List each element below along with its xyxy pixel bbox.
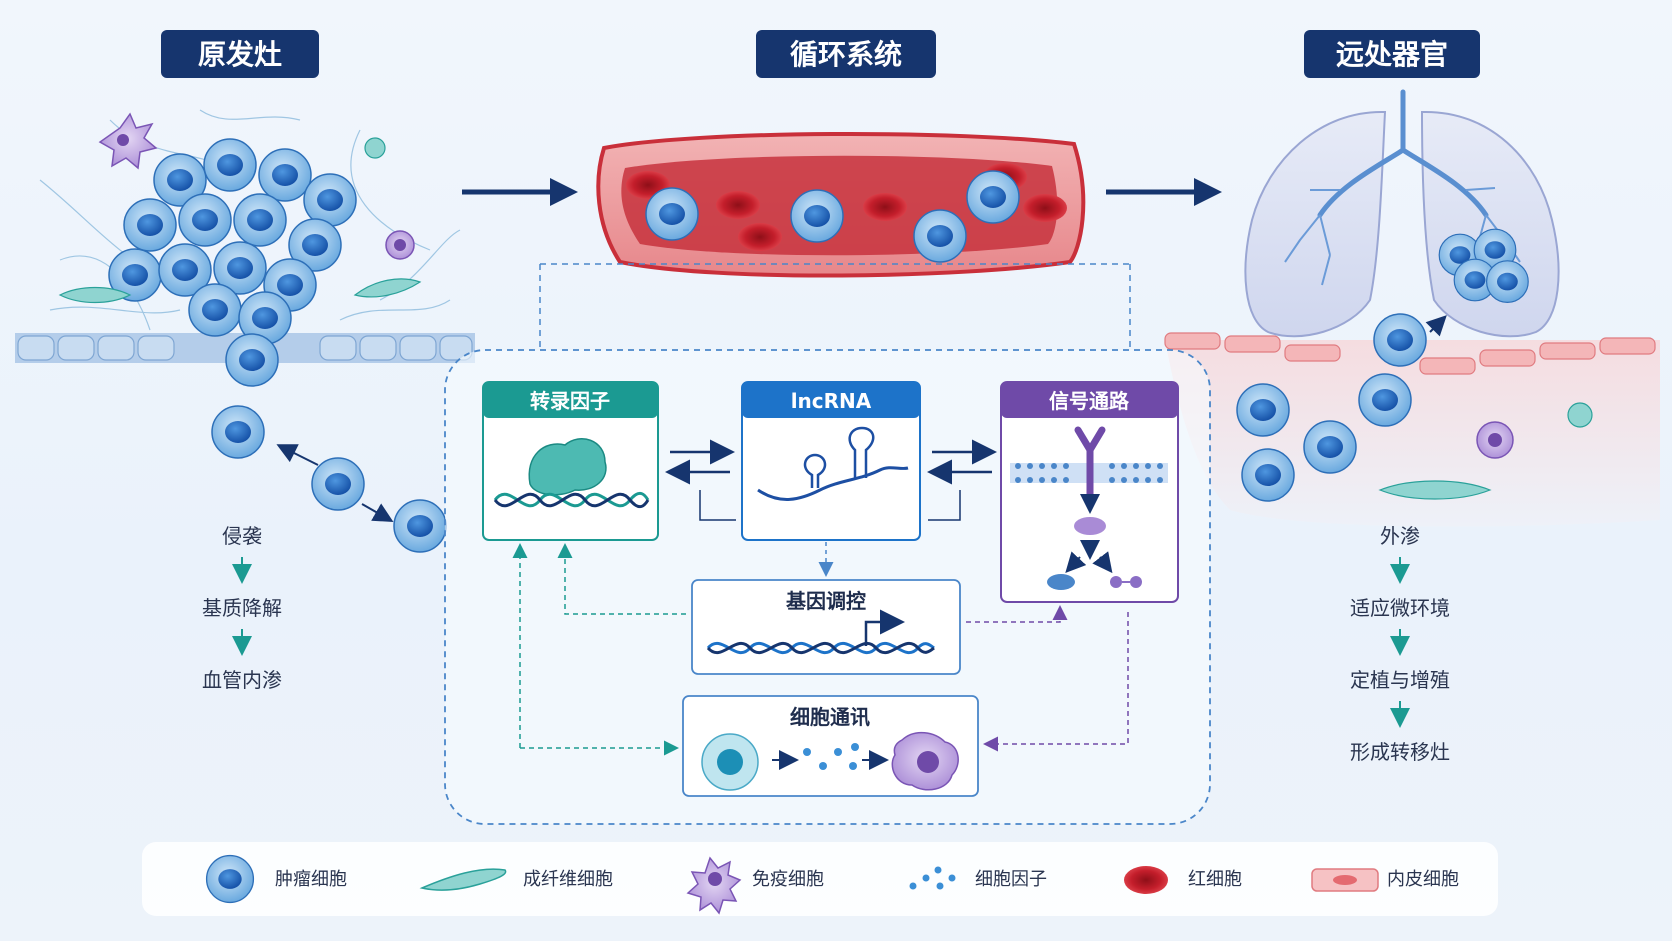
box-cell-communication: 细胞通讯	[682, 695, 979, 797]
legend-label-endothelial: 内皮细胞	[1387, 869, 1459, 890]
endothelial-cell-icon	[1311, 868, 1379, 892]
exchange-arrows	[665, 439, 997, 521]
left-step-list: 侵袭 基质降解 血管内渗	[202, 524, 282, 692]
immune-cell-icon	[686, 856, 742, 915]
primary-tumor-illustration	[15, 109, 475, 387]
header-distant: 远处器官	[1304, 30, 1480, 78]
flow-arrow-to-organ	[1106, 178, 1222, 206]
right-step-colonization: 定植与增殖	[1350, 668, 1450, 692]
red-blood-cell-icon	[1124, 866, 1168, 894]
box-cell-communication-title: 细胞通讯	[790, 705, 870, 729]
legend-label-fibroblast: 成纤维细胞	[523, 869, 613, 890]
legend-label-tumor: 肿瘤细胞	[275, 869, 347, 890]
legend-label-cytokine: 细胞因子	[975, 869, 1047, 890]
left-step-invasion: 侵袭	[222, 524, 262, 548]
panel-signaling-pathway: 信号通路	[1000, 381, 1179, 603]
legend-item-immune: 免疫细胞	[686, 856, 824, 915]
box-gene-regulation: 基因调控	[691, 579, 961, 675]
panel-lncrna-title: lncRNA	[791, 389, 872, 413]
right-step-list: 外渗 适应微环境 定植与增殖 形成转移灶	[1350, 524, 1450, 764]
cytokine-icon	[909, 866, 956, 890]
distant-organ-illustration	[1244, 89, 1560, 338]
legend-label-rbc: 红细胞	[1188, 869, 1242, 890]
blood-vessel-illustration	[596, 131, 1086, 278]
migrating-tumor-cells	[211, 405, 447, 553]
header-circulation-text: 循环系统	[790, 38, 902, 71]
panel-transcription-factor: 转录因子	[482, 381, 659, 541]
header-circulation: 循环系统	[756, 30, 936, 78]
right-step-adapt-microenvironment: 适应微环境	[1350, 596, 1450, 620]
header-primary: 原发灶	[161, 30, 319, 78]
legend-item-rbc: 红细胞	[1124, 866, 1242, 894]
fibroblast-icon	[419, 868, 507, 891]
header-primary-text: 原发灶	[198, 38, 282, 71]
panel-transcription-factor-title: 转录因子	[530, 389, 610, 413]
dashed-connectors	[512, 543, 1129, 756]
legend: 肿瘤细胞 成纤维细胞 免疫细胞 细胞因子 红细胞	[142, 842, 1498, 916]
right-step-metastasis-formation: 形成转移灶	[1350, 740, 1450, 764]
legend-item-fibroblast: 成纤维细胞	[419, 868, 613, 891]
header-distant-text: 远处器官	[1336, 38, 1448, 71]
box-gene-regulation-title: 基因调控	[786, 589, 866, 613]
panel-signaling-pathway-title: 信号通路	[1049, 389, 1130, 413]
panel-lncrna: lncRNA	[741, 381, 921, 541]
distant-tissue	[1164, 313, 1660, 527]
left-step-intravasation: 血管内渗	[202, 668, 282, 692]
legend-item-endothelial: 内皮细胞	[1311, 868, 1459, 892]
flow-arrow-to-circulation	[462, 178, 578, 206]
right-step-extravasation: 外渗	[1380, 524, 1420, 548]
left-step-matrix-degradation: 基质降解	[202, 596, 282, 620]
tumor-cell-icon	[205, 854, 255, 904]
legend-item-tumor: 肿瘤细胞	[205, 854, 347, 904]
legend-item-cytokine: 细胞因子	[909, 866, 1047, 890]
legend-label-immune: 免疫细胞	[752, 869, 824, 890]
